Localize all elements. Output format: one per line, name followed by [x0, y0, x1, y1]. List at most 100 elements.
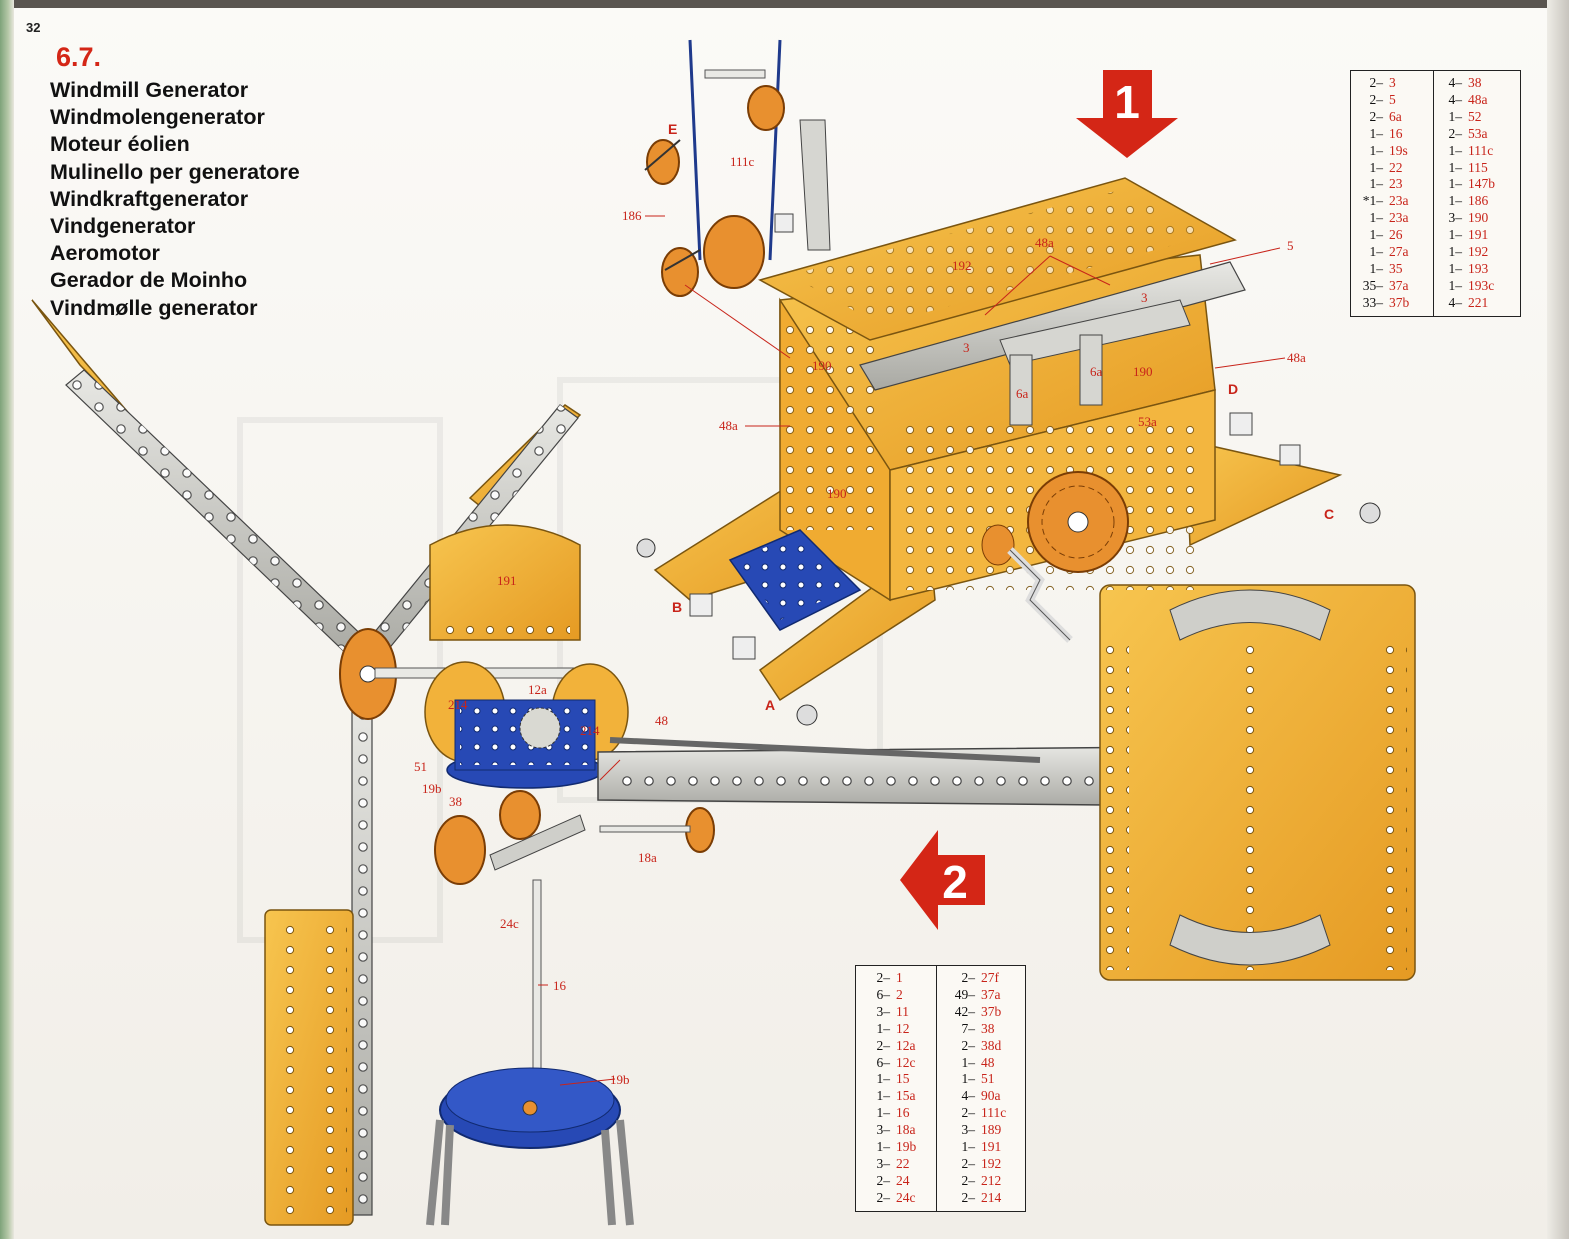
- part-quantity: 3–: [961, 1122, 976, 1138]
- part-number: 16: [1389, 125, 1403, 141]
- part-quantity: 1–: [961, 1139, 976, 1155]
- part-number: 52: [1468, 108, 1482, 124]
- callout-48a-top: 48a: [1035, 235, 1054, 250]
- part-quantity: 1–: [1448, 142, 1463, 158]
- part-number: 12c: [896, 1054, 916, 1070]
- page-top-edge: [0, 0, 1569, 8]
- part-number: 186: [1468, 193, 1489, 209]
- part-quantity: 2–: [961, 1189, 976, 1205]
- parts-row: 2–24: [856, 1173, 936, 1190]
- parts-row: 4– 38: [1434, 75, 1520, 92]
- part-quantity: 1–: [1448, 260, 1463, 276]
- step-1-label: 1: [1114, 76, 1140, 128]
- part-quantity: 1–: [1369, 125, 1384, 141]
- part-number: 24c: [896, 1189, 916, 1205]
- top-housing: [653, 177, 1343, 702]
- part-number: 193c: [1468, 277, 1495, 293]
- parts-row: 1– 191: [937, 1139, 1025, 1156]
- parts-row: 2– 212: [937, 1173, 1025, 1190]
- callout-53a: 53a: [1138, 414, 1157, 429]
- part-quantity: 7–: [961, 1020, 976, 1036]
- parts-row: 1–191: [1434, 227, 1520, 244]
- part-quantity: 4–: [1448, 294, 1463, 310]
- step-1-arrow: 1: [1076, 70, 1178, 158]
- callout-214-a: 214: [448, 697, 468, 712]
- part-quantity: 2–: [961, 1172, 976, 1188]
- part-number: 191: [981, 1139, 1002, 1155]
- parts-row: 2– 3: [1351, 75, 1433, 92]
- parts-row: 6–2: [856, 987, 936, 1004]
- parts-row: 1–35: [1351, 261, 1433, 278]
- callout-190-a: 190: [812, 358, 832, 373]
- parts-row: 1–23a: [1351, 210, 1433, 227]
- part-number: 6a: [1389, 108, 1402, 124]
- callout-48a-left: 48a: [719, 418, 738, 433]
- part-quantity: 33–: [1362, 294, 1383, 310]
- pulley-belt-assembly: [644, 39, 831, 297]
- part-number: 16: [896, 1105, 910, 1121]
- parts-row: 1–15a: [856, 1088, 936, 1105]
- part-number: 38: [981, 1020, 995, 1036]
- part-number: 19s: [1389, 142, 1408, 158]
- parts-row: 1–16: [856, 1105, 936, 1122]
- callout-48: 48: [655, 713, 668, 728]
- title-portuguese: Gerador de Moinho: [50, 268, 248, 293]
- part-quantity: 4–: [1448, 75, 1463, 90]
- part-number: 37a: [981, 986, 1001, 1002]
- part-quantity: 3–: [1448, 210, 1463, 226]
- step-2-arrow: 2: [900, 830, 985, 930]
- part-number: 37b: [981, 1003, 1002, 1019]
- part-number: 19b: [896, 1139, 917, 1155]
- parts-row: 35–37a: [1351, 278, 1433, 295]
- callout-labels: E 111c 186 192 48a 5 3 3 6a 6a 190 190 1…: [414, 121, 1334, 1087]
- part-number: 23: [1389, 176, 1403, 192]
- part-number: 1: [896, 970, 903, 985]
- parts-row: 1–27a: [1351, 244, 1433, 261]
- parts-row: 4–48a: [1434, 92, 1520, 109]
- part-number: 38d: [981, 1037, 1002, 1053]
- part-quantity: 1–: [961, 1071, 976, 1087]
- callout-190-c: 190: [827, 486, 847, 501]
- part-number: 23a: [1389, 193, 1409, 209]
- part-quantity: 1–: [1369, 260, 1384, 276]
- parts-row: 2–53a: [1434, 126, 1520, 143]
- loose-fasteners: [636, 213, 1381, 726]
- parts-row: 3–190: [1434, 210, 1520, 227]
- callout-192: 192: [952, 258, 972, 273]
- title-spanish: Aeromotor: [50, 241, 160, 266]
- parts-row: 1–19b: [856, 1139, 936, 1156]
- parts-row: 1–48: [937, 1055, 1025, 1072]
- parts-row: 1–12: [856, 1021, 936, 1038]
- callout-18a: 18a: [638, 850, 657, 865]
- callout-190-b: 190: [1133, 364, 1153, 379]
- parts-row: 2–27f: [937, 970, 1025, 987]
- part-number: 18a: [896, 1122, 916, 1138]
- part-quantity: 1–: [876, 1071, 891, 1087]
- parts-row: 3–18a: [856, 1122, 936, 1139]
- generator-housing: [424, 524, 715, 1226]
- part-quantity: 1–: [1448, 159, 1463, 175]
- part-number: 212: [981, 1172, 1002, 1188]
- callout-12a: 12a: [528, 682, 547, 697]
- part-number: 147b: [1468, 176, 1495, 192]
- part-number: 38: [1468, 75, 1482, 90]
- part-quantity: 4–: [961, 1088, 976, 1104]
- part-quantity: 1–: [1369, 210, 1384, 226]
- part-number: 221: [1468, 294, 1489, 310]
- callout-19b-b: 19b: [610, 1072, 630, 1087]
- callout-24c: 24c: [500, 916, 519, 931]
- page-left-edge: [0, 0, 14, 1239]
- callout-C: C: [1324, 506, 1334, 522]
- parts-row: 1– 16: [1351, 126, 1433, 143]
- part-number: 111c: [1468, 142, 1494, 158]
- parts-row: 1–115: [1434, 160, 1520, 177]
- part-number: 3: [1389, 75, 1396, 90]
- part-quantity: 6–: [876, 986, 891, 1002]
- callout-3-a: 3: [1141, 290, 1148, 305]
- part-quantity: 2–: [1369, 75, 1384, 90]
- callout-186: 186: [622, 208, 642, 223]
- title-italian: Mulinello per generatore: [50, 159, 300, 184]
- parts-row: 1–51: [937, 1071, 1025, 1088]
